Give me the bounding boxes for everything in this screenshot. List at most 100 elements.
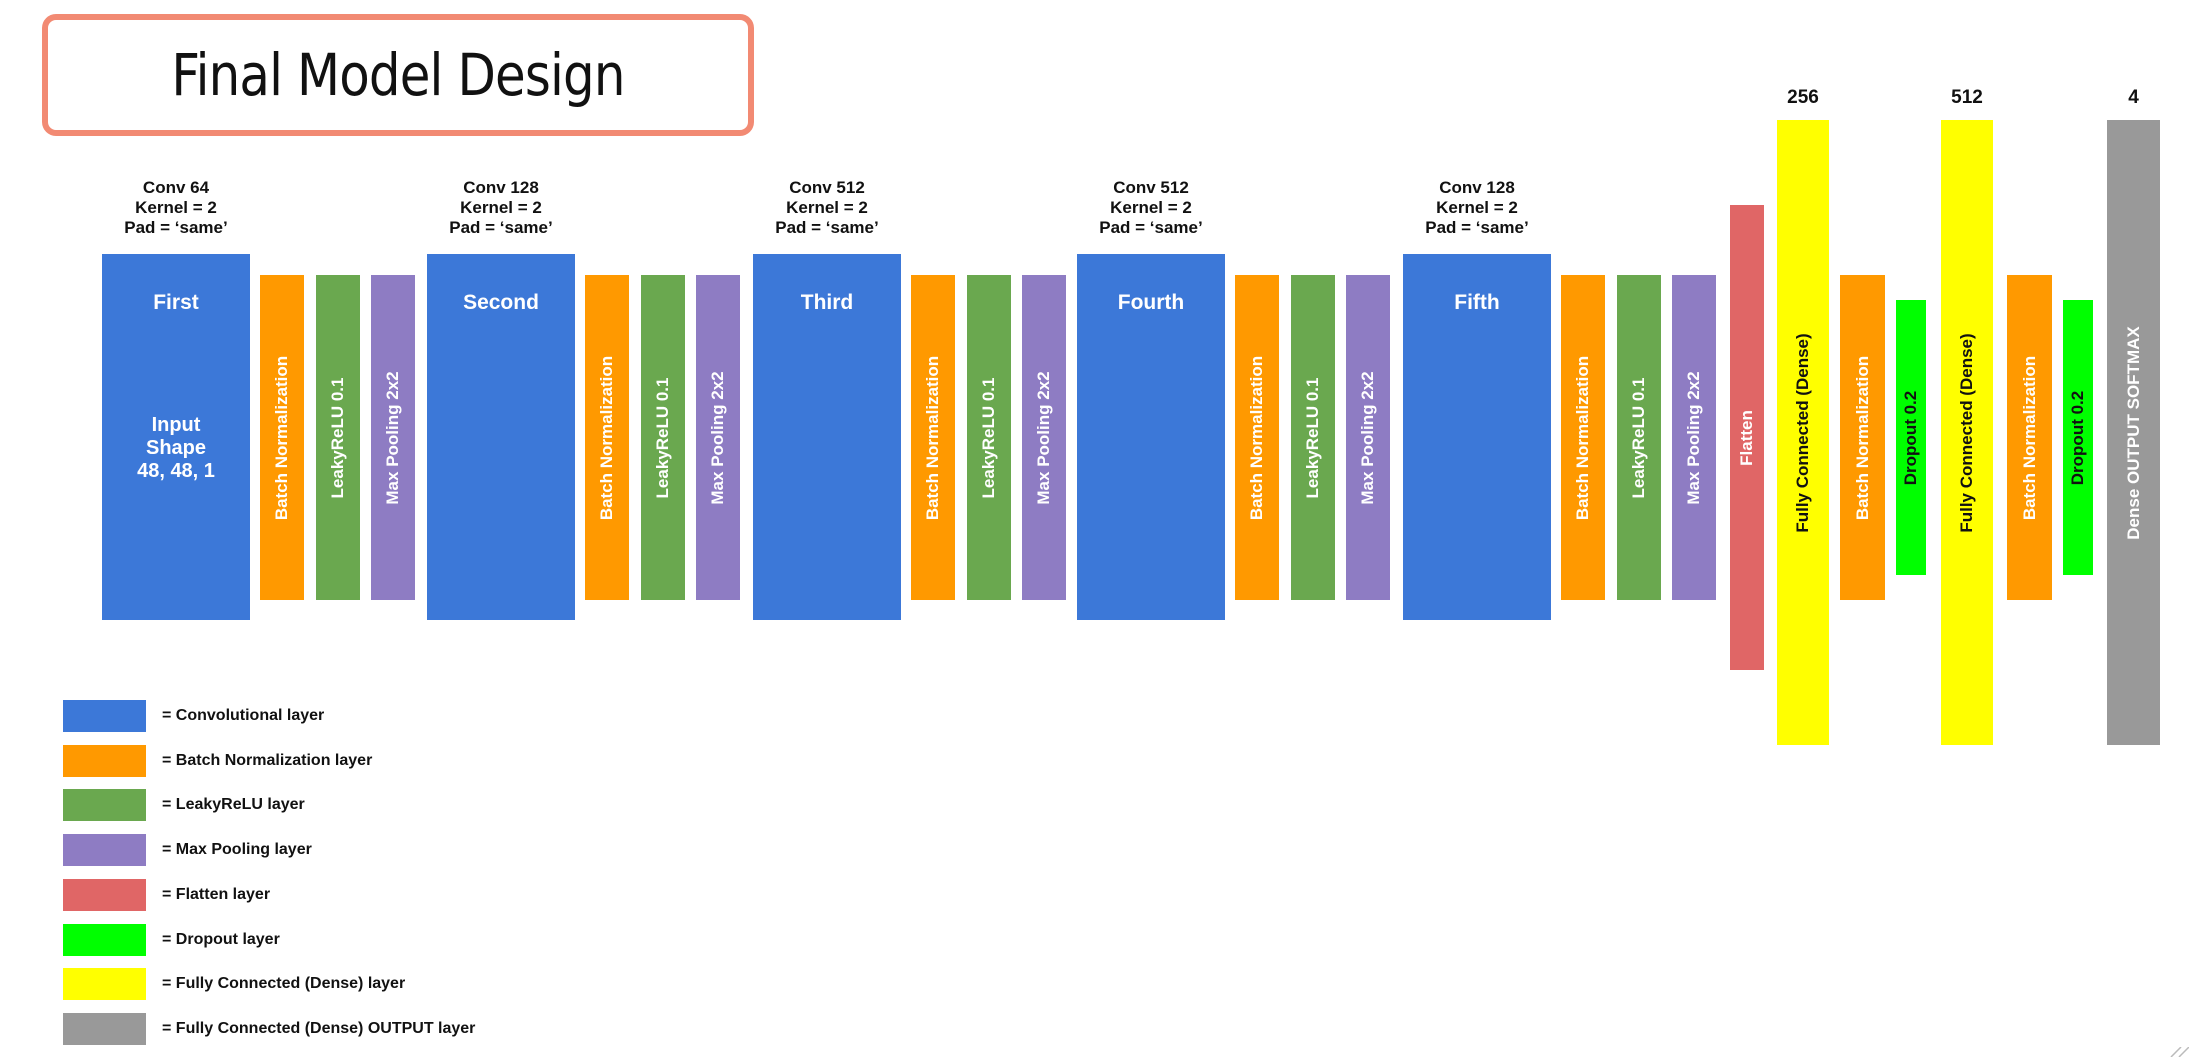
conv-block-name: Fourth xyxy=(1117,291,1185,314)
maxpool-layer: Max Pooling 2x2 xyxy=(1022,275,1066,600)
maxpool-label: Max Pooling 2x2 xyxy=(1684,370,1703,505)
batchnorm-layer: Batch Normalization xyxy=(260,275,304,600)
caption-line: Conv 64 xyxy=(142,178,210,197)
caption-line: Pad = ‘same’ xyxy=(775,218,879,237)
flatten-layer: Flatten xyxy=(1730,205,1764,670)
maxpool-label: Max Pooling 2x2 xyxy=(708,370,727,505)
input-shape-line: Input xyxy=(151,414,201,436)
legend-label-maxpool: = Max Pooling layer xyxy=(162,841,312,859)
batchnorm-label: Batch Normalization xyxy=(1852,355,1872,520)
input-shape-line: Shape xyxy=(145,437,207,459)
input-shape-line: 48, 48, 1 xyxy=(137,460,215,482)
conv-block-name: Second xyxy=(463,291,539,314)
conv-block-name: Fifth xyxy=(1454,291,1500,314)
caption-line: Conv 512 xyxy=(789,178,865,197)
leakyrelu-label: LeakyReLU 0.1 xyxy=(1303,377,1322,498)
output-units: 4 xyxy=(2128,87,2139,108)
title-box: Final Model Design xyxy=(42,14,754,136)
conv-block-fifth: Fifth xyxy=(1403,254,1551,620)
batchnorm-layer: Batch Normalization xyxy=(585,275,629,600)
dense-2-units: 512 xyxy=(1951,87,1983,108)
caption-line: Kernel = 2 xyxy=(1110,198,1192,217)
batchnorm-label: Batch Normalization xyxy=(923,355,942,520)
caption-line: Conv 512 xyxy=(1113,178,1189,197)
legend-swatch-maxpool xyxy=(63,834,146,867)
dense-1-units: 256 xyxy=(1787,87,1819,108)
legend-swatch-batchnorm xyxy=(63,744,146,777)
legend-label-leaky: = LeakyReLU layer xyxy=(162,796,305,814)
dropout-layer-1: Dropout 0.2 xyxy=(1896,300,1926,575)
dense-1-label: Fully Connected (Dense) xyxy=(1793,332,1812,533)
conv-block-fourth: Fourth xyxy=(1077,254,1225,620)
resize-grip-icon xyxy=(2161,1046,2190,1058)
maxpool-layer: Max Pooling 2x2 xyxy=(1672,275,1716,600)
conv-block-name: Third xyxy=(800,291,854,314)
conv-block-third: Third xyxy=(753,254,901,620)
caption-line: Pad = ‘same’ xyxy=(124,218,228,237)
batchnorm-label: Batch Normalization xyxy=(1247,355,1266,520)
batchnorm-label: Batch Normalization xyxy=(2019,355,2039,520)
legend-label-batchnorm: = Batch Normalization layer xyxy=(162,751,373,769)
batchnorm-layer: Batch Normalization xyxy=(1561,275,1605,600)
conv-block-second: Second xyxy=(427,254,575,620)
maxpool-layer: Max Pooling 2x2 xyxy=(1346,275,1390,600)
legend-label-flatten: = Flatten layer xyxy=(162,885,271,903)
batchnorm-layer: Batch Normalization xyxy=(911,275,955,600)
leakyrelu-layer: LeakyReLU 0.1 xyxy=(1291,275,1335,600)
maxpool-layer: Max Pooling 2x2 xyxy=(371,275,415,600)
caption-line: Kernel = 2 xyxy=(1436,198,1518,217)
caption-line: Pad = ‘same’ xyxy=(1425,218,1529,237)
caption-line: Pad = ‘same’ xyxy=(449,218,553,237)
legend-swatch-flatten xyxy=(63,878,146,911)
maxpool-label: Max Pooling 2x2 xyxy=(383,370,402,505)
output-layer: Dense OUTPUT SOFTMAX xyxy=(2107,120,2160,745)
leakyrelu-layer: LeakyReLU 0.1 xyxy=(641,275,685,600)
dropout-layer-2: Dropout 0.2 xyxy=(2063,300,2093,575)
maxpool-label: Max Pooling 2x2 xyxy=(1358,370,1377,505)
output-label: Dense OUTPUT SOFTMAX xyxy=(2123,325,2143,540)
legend-swatch-output xyxy=(63,1012,146,1045)
leakyrelu-label: LeakyReLU 0.1 xyxy=(653,377,672,498)
page-title: Final Model Design xyxy=(171,41,625,109)
caption-line: Kernel = 2 xyxy=(786,198,868,217)
legend-swatch-conv xyxy=(63,700,146,732)
legend-label-dropout: = Dropout layer xyxy=(162,930,280,948)
batchnorm-label: Batch Normalization xyxy=(272,355,291,520)
legend-swatch-dropout xyxy=(63,923,146,956)
head-batchnorm-2: Batch Normalization xyxy=(2007,275,2052,600)
leakyrelu-layer: LeakyReLU 0.1 xyxy=(1617,275,1661,600)
legend-label-dense: = Fully Connected (Dense) layer xyxy=(162,975,406,993)
caption-line: Kernel = 2 xyxy=(460,198,542,217)
leakyrelu-layer: LeakyReLU 0.1 xyxy=(967,275,1011,600)
caption-line: Kernel = 2 xyxy=(135,198,217,217)
dense-2-label: Fully Connected (Dense) xyxy=(1957,332,1976,533)
dense-layer-2: Fully Connected (Dense) xyxy=(1941,120,1993,745)
leakyrelu-label: LeakyReLU 0.1 xyxy=(1629,377,1648,498)
legend-swatch-leaky xyxy=(63,789,146,822)
dropout-label: Dropout 0.2 xyxy=(1901,390,1920,485)
maxpool-label: Max Pooling 2x2 xyxy=(1034,370,1053,505)
batchnorm-label: Batch Normalization xyxy=(597,355,616,520)
leakyrelu-layer: LeakyReLU 0.1 xyxy=(316,275,360,600)
head-batchnorm-1: Batch Normalization xyxy=(1840,275,1885,600)
caption-line: Pad = ‘same’ xyxy=(1099,218,1203,237)
dropout-label: Dropout 0.2 xyxy=(2068,390,2087,485)
conv-block-name: First xyxy=(153,291,199,314)
caption-line: Conv 128 xyxy=(1439,178,1515,197)
caption-line: Conv 128 xyxy=(463,178,539,197)
legend-swatch-dense xyxy=(63,968,146,1001)
leakyrelu-label: LeakyReLU 0.1 xyxy=(979,377,998,498)
legend-label-conv: = Convolutional layer xyxy=(162,707,325,724)
batchnorm-label: Batch Normalization xyxy=(1573,355,1592,520)
legend-label-output: = Fully Connected (Dense) OUTPUT layer xyxy=(162,1019,476,1037)
flatten-label: Flatten xyxy=(1737,409,1756,466)
dense-layer-1: Fully Connected (Dense) xyxy=(1777,120,1829,745)
maxpool-layer: Max Pooling 2x2 xyxy=(696,275,740,600)
